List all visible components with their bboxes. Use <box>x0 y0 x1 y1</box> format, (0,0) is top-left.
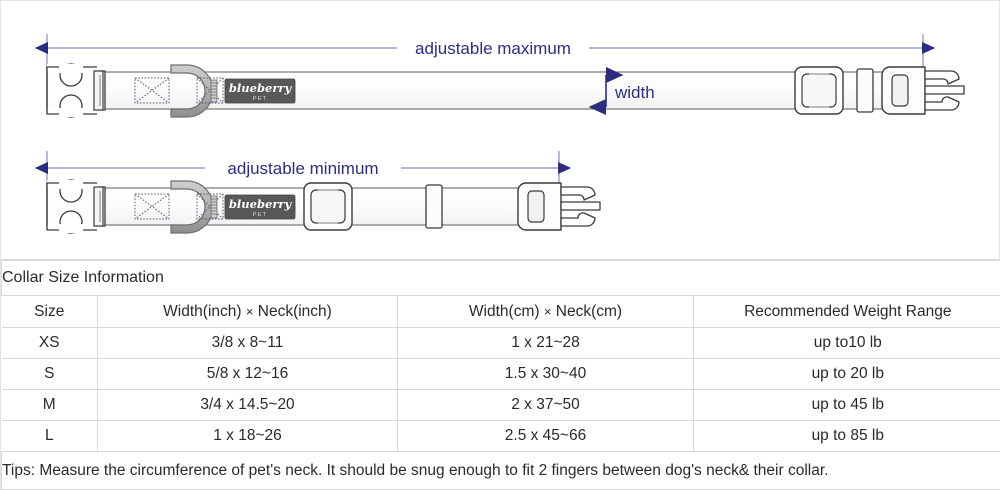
collar-diagram: blueberry PET <box>1 1 999 260</box>
table-caption-row: Collar Size Information <box>0 260 1000 296</box>
cell-cm: 2 x 37~50 <box>397 389 694 421</box>
cell-inch: 3/8 x 8~11 <box>97 327 398 359</box>
stitch-box-left-min <box>134 193 170 220</box>
cell-cm: 1 x 21~28 <box>397 327 694 359</box>
keeper-loop-max <box>856 68 874 113</box>
label-width: width <box>614 83 655 102</box>
table-tips-row: Tips: Measure the circumference of pet's… <box>0 451 1000 490</box>
thread-coil-max <box>210 79 218 103</box>
cell-size: XS <box>1 327 98 359</box>
tips-text: Tips: Measure the circumference of pet's… <box>0 451 1000 490</box>
label-adjustable-minimum: adjustable minimum <box>227 159 378 178</box>
header-inch-neck: Neck(inch) <box>257 302 332 320</box>
d-ring-min <box>170 180 214 234</box>
size-table-wrapper: Collar Size Information Size Width(inch)… <box>0 260 1000 490</box>
collar-min-group: blueberry PET <box>34 151 601 234</box>
slider-buckle-min <box>303 182 353 231</box>
cell-weight: up to 20 lb <box>692 358 1000 390</box>
stitch-box-right-min <box>196 193 224 220</box>
male-buckle-max <box>881 66 965 115</box>
column-header-cm: Width(cm) × Neck(cm) <box>397 295 694 328</box>
thread-coil-min <box>210 195 218 219</box>
brand-label-min: blueberry PET <box>224 194 296 220</box>
table-row: L 1 x 18~26 2.5 x 45~66 up to 85 lb <box>1 420 1000 452</box>
brand-sub-min: PET <box>253 212 267 218</box>
column-header-weight: Recommended Weight Range <box>692 295 1000 328</box>
brand-sub-max: PET <box>253 96 267 102</box>
cell-weight: up to10 lb <box>692 327 1000 359</box>
stitch-box-right-max <box>196 77 224 104</box>
cell-cm: 2.5 x 45~66 <box>397 420 694 452</box>
table-header-row: Size Width(inch) × Neck(inch) Width(cm) … <box>1 295 1000 328</box>
female-buckle-max <box>46 63 106 118</box>
header-inch-width: Width(inch) <box>163 302 242 320</box>
cell-size: S <box>1 358 98 390</box>
column-header-size: Size <box>1 295 98 328</box>
table-caption: Collar Size Information <box>0 260 1000 296</box>
brand-name-min: blueberry <box>229 197 293 211</box>
multiply-icon: × <box>543 303 552 319</box>
stitch-box-left-max <box>134 77 170 104</box>
brand-name-max: blueberry <box>229 81 293 95</box>
label-adjustable-maximum: adjustable maximum <box>415 39 571 58</box>
cell-cm: 1.5 x 30~40 <box>397 358 694 390</box>
table-row: M 3/4 x 14.5~20 2 x 37~50 up to 45 lb <box>1 389 1000 421</box>
collar-size-table: Collar Size Information Size Width(inch)… <box>0 260 1000 490</box>
male-buckle-min <box>517 182 601 231</box>
keeper-loop-min <box>425 184 443 229</box>
column-header-inch: Width(inch) × Neck(inch) <box>97 295 398 328</box>
d-ring-max <box>170 64 214 118</box>
strap-body-max <box>90 71 892 110</box>
cell-inch: 5/8 x 12~16 <box>97 358 398 390</box>
cell-size: M <box>1 389 98 421</box>
cell-size: L <box>1 420 98 452</box>
cell-weight: up to 45 lb <box>692 389 1000 421</box>
header-cm-width: Width(cm) <box>468 302 540 320</box>
collar-max-group: blueberry PET <box>34 34 965 118</box>
female-buckle-min <box>46 179 106 234</box>
slider-buckle-max <box>794 66 844 115</box>
cell-inch: 3/4 x 14.5~20 <box>97 389 398 421</box>
multiply-icon: × <box>245 303 254 319</box>
header-cm-neck: Neck(cm) <box>555 302 623 320</box>
cell-weight: up to 85 lb <box>692 420 1000 452</box>
table-row: S 5/8 x 12~16 1.5 x 30~40 up to 20 lb <box>1 358 1000 390</box>
brand-label-max: blueberry PET <box>224 78 296 104</box>
cell-inch: 1 x 18~26 <box>97 420 398 452</box>
table-row: XS 3/8 x 8~11 1 x 21~28 up to10 lb <box>1 327 1000 359</box>
